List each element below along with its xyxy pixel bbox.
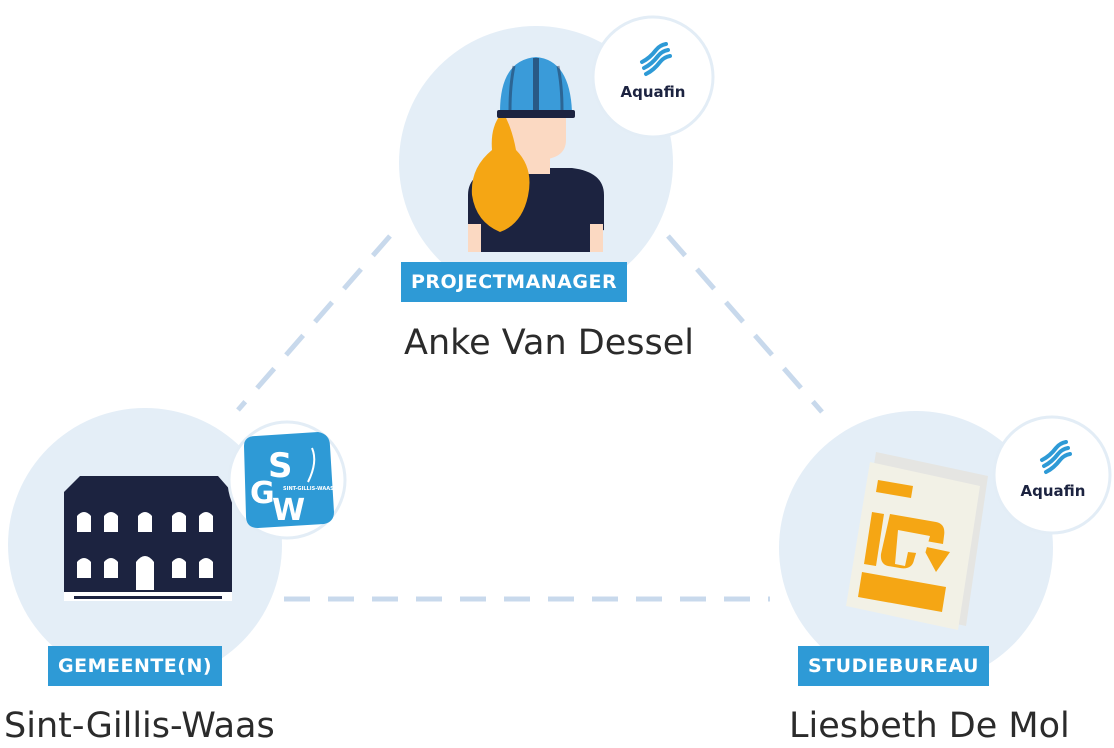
aquafin-badge-right: Aquafin [992,415,1112,535]
person-with-helmet-icon [468,57,604,252]
sint-gillis-waas-badge: S G W SINT-GILLIS-WAAS [227,420,347,540]
sgw-letter-s: S [268,446,293,486]
connector-pm-gemeente [236,234,392,412]
person-name-projectmanager: Anke Van Dessel [404,323,694,363]
sgw-small-text: SINT-GILLIS-WAAS [283,486,334,492]
role-label-gemeente: GEMEENTE(N) [48,646,223,686]
role-label-studiebureau: STUDIEBUREAU [798,646,989,686]
documents-icon [846,452,988,630]
aquafin-waves-icon [640,42,672,76]
aquafin-badge-top: Aquafin [591,15,715,139]
aquafin-waves-icon-right [1040,440,1072,474]
connectors [236,234,824,602]
gemeente-node [8,408,282,682]
sgw-letter-g: G [250,476,275,511]
aquafin-logo-text-top: Aquafin [621,83,686,101]
connector-pm-studiebureau [666,234,824,414]
person-name-studiebureau: Liesbeth De Mol [789,706,1070,746]
sgw-letter-w: W [272,493,305,528]
role-label-projectmanager: PROJECTMANAGER [401,262,628,302]
town-hall-icon [64,476,232,601]
person-name-gemeente: Sint-Gillis-Waas [4,706,275,746]
aquafin-logo-text-right: Aquafin [1021,482,1086,500]
studiebureau-node [779,411,1053,685]
